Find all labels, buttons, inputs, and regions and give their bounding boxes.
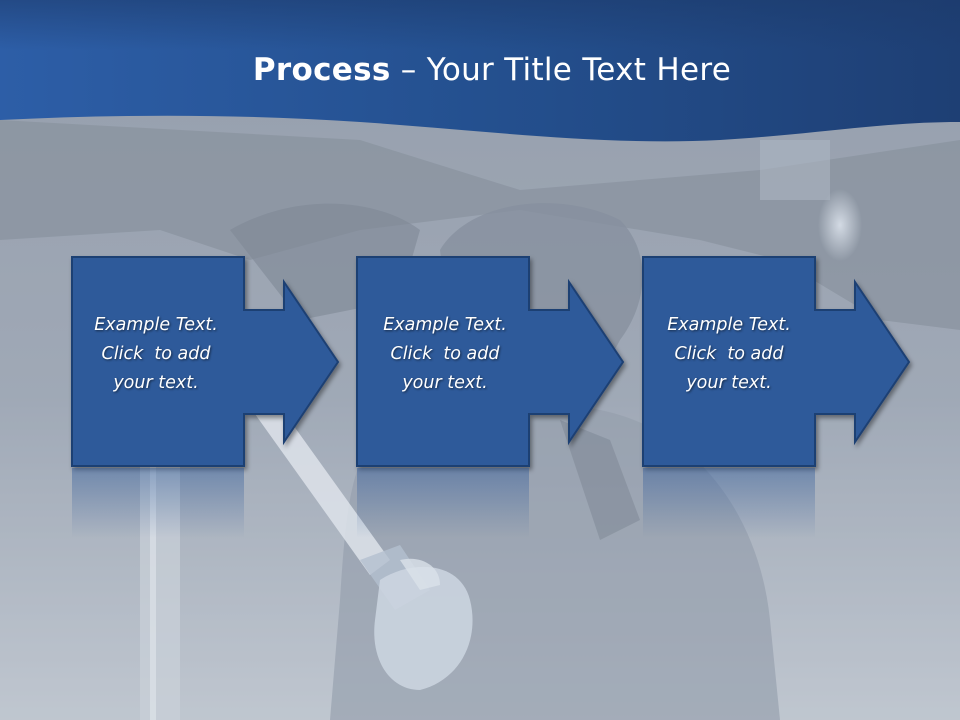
process-step-3[interactable] [642,256,911,538]
step-1-shape [71,256,340,467]
step-2-reflection [357,468,529,538]
step-2-line-3: your text. [402,373,488,393]
step-1-line-3: your text. [113,373,199,393]
title-rest: – Your Title Text Here [390,52,732,88]
step-2-line-2: Click to add [390,344,500,364]
step-1-reflection [72,468,244,538]
step-1-text[interactable]: Example Text. Click to add your text. [70,311,242,398]
step-1-line-1: Example Text. [94,315,218,335]
step-3-shape [642,256,911,467]
process-step-1[interactable] [71,256,340,538]
step-3-text[interactable]: Example Text. Click to add your text. [643,311,815,398]
slide-title[interactable]: Process – Your Title Text Here [0,52,960,88]
step-3-line-3: your text. [686,373,772,393]
title-bold: Process [252,52,391,88]
process-step-2[interactable] [356,256,625,538]
step-3-reflection [643,468,815,538]
header-band [0,0,960,142]
step-2-shape [356,256,625,467]
step-2-line-1: Example Text. [383,315,507,335]
step-3-line-1: Example Text. [667,315,791,335]
step-3-line-2: Click to add [674,344,784,364]
step-2-text[interactable]: Example Text. Click to add your text. [359,311,531,398]
step-1-line-2: Click to add [101,344,211,364]
